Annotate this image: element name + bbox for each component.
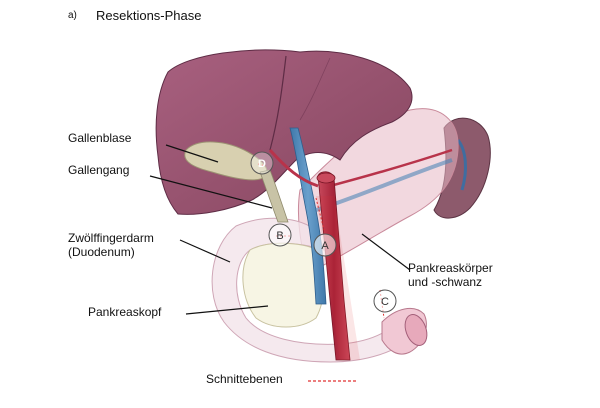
svg-text:C: C	[381, 296, 389, 308]
label-gallenblase: Gallenblase	[68, 131, 132, 145]
marker-b: B	[268, 223, 292, 247]
svg-text:A: A	[321, 240, 329, 252]
pointer-pankreaskoerper	[361, 233, 411, 271]
svg-text:B: B	[276, 230, 283, 242]
hepatic-artery	[268, 149, 319, 188]
jejunum-opening	[404, 314, 428, 346]
liver-ligament	[299, 57, 331, 121]
common-bile-duct	[259, 169, 289, 223]
pancreas-head	[242, 242, 325, 328]
splenic-artery	[329, 148, 453, 188]
panel-title: Resektions-Phase	[96, 8, 202, 23]
panel-letter: a)	[68, 10, 77, 21]
svg-text:D: D	[258, 158, 266, 170]
legend-label: Schnittebenen	[206, 372, 283, 386]
portal-vein	[289, 127, 327, 305]
aorta-top	[316, 172, 336, 184]
label-zwoelffingerdarm: Zwölffingerdarm (Duodenum)	[68, 231, 154, 259]
marker-a: A	[313, 233, 337, 257]
marker-c: C	[373, 289, 397, 313]
liver-fissure	[269, 55, 287, 151]
pointer-gallengang	[149, 175, 273, 209]
cut-line-d	[257, 163, 267, 167]
pointer-pankreaskopf	[185, 305, 269, 315]
splenic-hilum	[456, 139, 467, 191]
label-pankreaskopf: Pankreaskopf	[88, 305, 162, 319]
label-pankreaskoerper: Pankreaskörper und -schwanz	[408, 261, 493, 289]
marker-d: D	[250, 151, 274, 175]
cut-line-a	[315, 197, 325, 231]
pointer-duodenum	[179, 239, 231, 263]
label-gallengang: Gallengang	[68, 163, 130, 177]
pointer-gallenblase	[165, 144, 219, 163]
